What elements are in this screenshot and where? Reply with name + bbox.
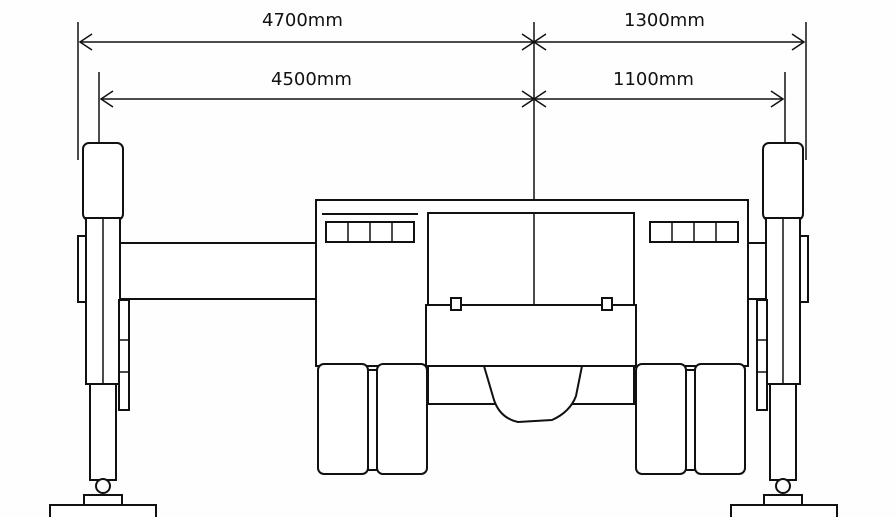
right-ground-pad [730, 504, 838, 517]
left-hinge [450, 297, 462, 311]
truck-body [315, 199, 749, 424]
inner-right-dimension-label: 1100mm [613, 69, 694, 90]
arrow-outer-right [791, 33, 806, 51]
left-outer-tire [317, 363, 369, 475]
outer-right-dimension-label: 1300mm [624, 10, 705, 31]
outer-left-dimension-label: 4700mm [262, 10, 343, 31]
right-leg-lower [769, 383, 797, 481]
left-outrigger-beam [117, 242, 319, 300]
arrow-outer-center [521, 33, 547, 51]
right-leg-cap [762, 142, 804, 221]
left-tire-gap [367, 369, 378, 471]
inner-left-dimension-label: 4500mm [271, 69, 352, 90]
dimension-lines [77, 22, 807, 305]
left-leg-foot [83, 494, 123, 506]
right-leg-swivel [775, 478, 791, 494]
arrow-inner-center [521, 90, 547, 108]
left-leg-lower [89, 383, 117, 481]
center-upper-panel [427, 212, 635, 306]
right-leg-foot [763, 494, 803, 506]
left-leg-cap [82, 142, 124, 221]
differential-housing [482, 365, 584, 424]
left-outrigger-leg [49, 142, 157, 517]
arrow-inner-left [99, 90, 114, 108]
right-outrigger-leg [730, 142, 838, 517]
arrow-outer-left [78, 33, 93, 51]
right-outer-tire [694, 363, 746, 475]
left-ground-pad [49, 504, 157, 517]
left-leg-cylinder [118, 299, 130, 411]
right-inner-tire [635, 363, 687, 475]
rear-tires [317, 363, 746, 475]
right-tire-gap [685, 369, 696, 471]
right-hinge [601, 297, 613, 311]
left-leg-swivel [95, 478, 111, 494]
left-inner-tire [376, 363, 428, 475]
right-leg-cylinder [756, 299, 768, 411]
center-lower-panel [425, 304, 637, 368]
arrow-inner-right [770, 90, 785, 108]
